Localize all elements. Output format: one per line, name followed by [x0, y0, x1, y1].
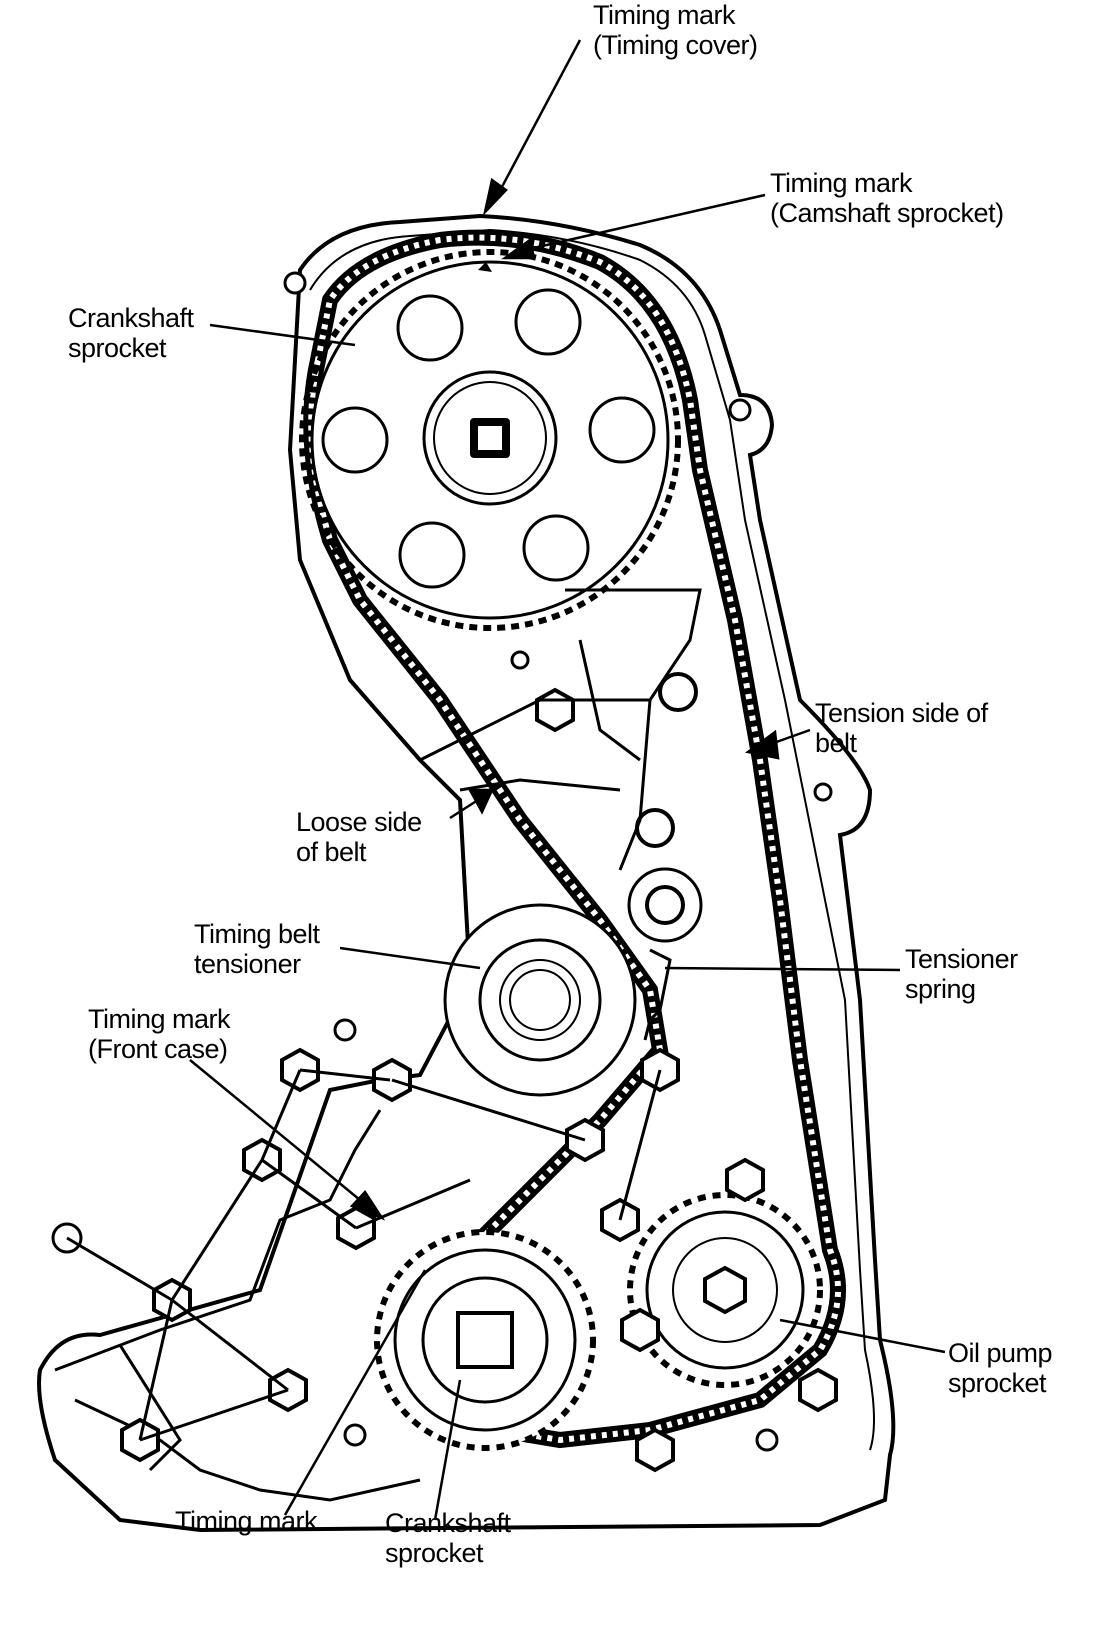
label-tension-side: Tension side of belt: [815, 698, 988, 758]
label-crankshaft-sprocket-bottom: Crankshaft sprocket: [385, 1508, 511, 1568]
camshaft-sprocket: [299, 249, 681, 631]
label-line: sprocket: [68, 333, 167, 363]
label-line: Tension side of: [815, 698, 988, 728]
label-line: (Timing cover): [593, 30, 758, 60]
label-line: (Front case): [88, 1034, 228, 1064]
label-line: Tensioner: [905, 944, 1018, 974]
cam-timing-mark-triangle: [478, 262, 492, 272]
label-line: sprocket: [948, 1368, 1047, 1398]
label-line: tensioner: [194, 949, 301, 979]
label-line: Crankshaft: [68, 303, 194, 333]
crankshaft-sprocket-bottom: [374, 1229, 596, 1451]
front-case-outline: [54, 1109, 421, 1502]
tensioner-spring: [643, 948, 672, 1041]
timing-belt-tensioner: [443, 903, 637, 1097]
label-timing-belt-tensioner: Timing belt tensioner: [194, 919, 320, 979]
label-crankshaft-sprocket-top: Crankshaft sprocket: [68, 303, 194, 363]
label-line: (Camshaft sprocket): [770, 198, 1004, 228]
front-case-ribs: [66, 1068, 662, 1442]
label-line: Timing mark: [770, 168, 913, 198]
label-timing-mark-front-case: Timing mark (Front case): [88, 1004, 231, 1064]
timing-belt-teeth: [308, 234, 841, 1444]
holes: [51, 271, 833, 1452]
bolts: [120, 672, 838, 1473]
label-line: spring: [905, 974, 976, 1004]
label-line: Crankshaft: [385, 1508, 511, 1538]
label-line: Timing mark: [88, 1004, 231, 1034]
label-timing-mark-bottom: Timing mark: [175, 1506, 318, 1536]
label-line: Timing belt: [194, 919, 320, 949]
label-line: of belt: [296, 837, 367, 867]
label-line: sprocket: [385, 1538, 484, 1568]
label-line: Oil pump: [948, 1338, 1053, 1368]
label-oil-pump-sprocket: Oil pump sprocket: [948, 1338, 1053, 1398]
timing-cover-outline: [37, 213, 896, 1533]
label-loose-side: Loose side of belt: [296, 807, 422, 867]
label-timing-mark-camshaft: Timing mark (Camshaft sprocket): [770, 168, 1004, 228]
label-timing-mark-cover: Timing mark (Timing cover): [593, 0, 758, 60]
oil-pump-sprocket: [627, 1192, 823, 1388]
tensioner-pivot: [627, 867, 703, 943]
label-line: Timing mark: [175, 1506, 318, 1536]
inner-cover-line: [309, 228, 875, 1451]
leader-lines: [189, 39, 946, 1521]
tensioner-bracket: [419, 588, 702, 871]
label-line: Loose side: [296, 807, 422, 837]
label-line: Timing mark: [593, 0, 736, 30]
label-line: belt: [815, 728, 857, 758]
label-tensioner-spring: Tensioner spring: [905, 944, 1018, 1004]
